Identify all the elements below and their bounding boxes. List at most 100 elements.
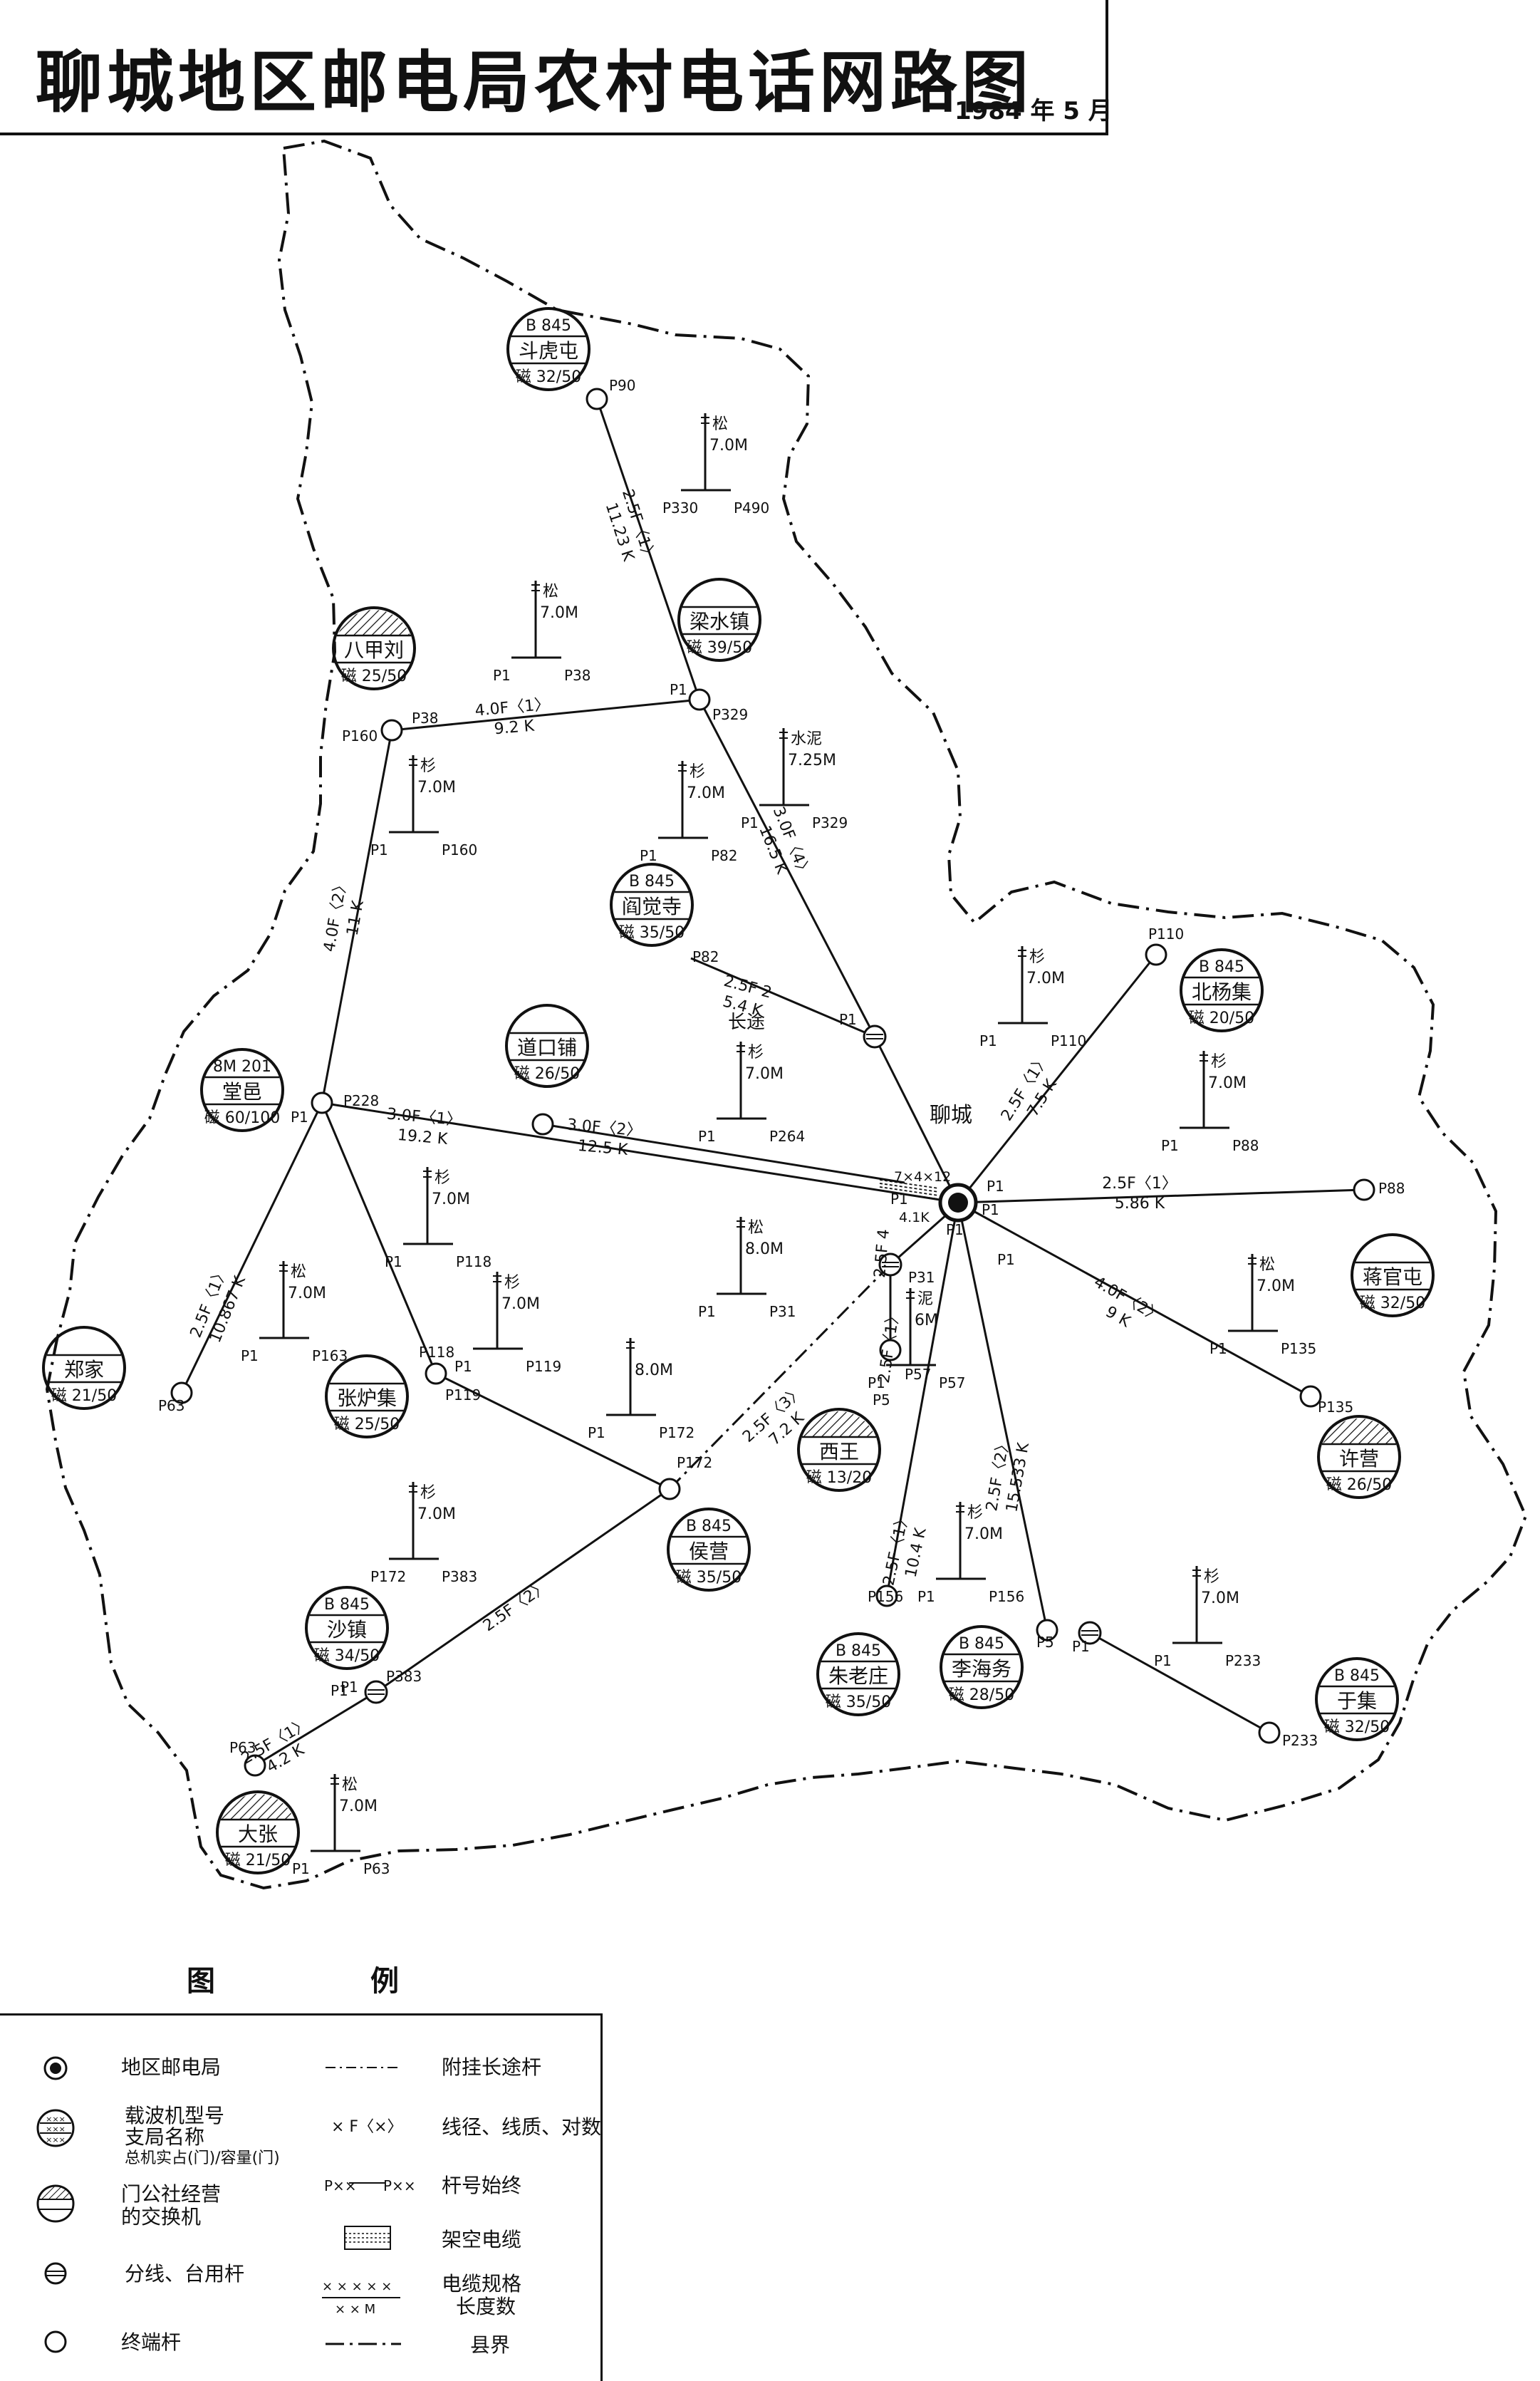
- pole-tag: P1: [670, 681, 687, 698]
- pole-wood: 杉: [690, 763, 705, 781]
- exchange-capacity: 磁 13/20: [806, 1469, 872, 1487]
- legend-cable-label: 电缆规格: [442, 2272, 522, 2296]
- exchange-capacity: 磁 20/50: [1189, 1010, 1254, 1027]
- line-spec: 2.5F〈2〉: [480, 1577, 552, 1635]
- line-douhutun-liangshuizhen: [595, 398, 701, 700]
- line-tangyi-zhengjia: [180, 1102, 323, 1394]
- exchange-capacity: 磁 32/50: [1324, 1718, 1390, 1736]
- pole-tag: P38: [412, 710, 439, 727]
- pole-tag: P1: [340, 1679, 358, 1696]
- exchange-name: 侯营: [689, 1540, 729, 1563]
- legend: 地区邮电局 ××× ××× ××× 载波机型号 支局名称 总机实占(门)/容量(…: [0, 2013, 603, 2381]
- exchange-capacity: 磁 34/50: [314, 1647, 380, 1665]
- line-houying-shazhen: [375, 1488, 670, 1693]
- legend-carrier-sub2: 总机实占(门)/容量(门): [125, 2149, 280, 2167]
- exchange-name: 李海务: [952, 1657, 1011, 1681]
- legend-commune-label: 门公社经营: [121, 2182, 222, 2206]
- pole-from: P1: [917, 1588, 935, 1605]
- pole-to: P38: [564, 667, 591, 684]
- branch-pole: [1078, 1621, 1102, 1645]
- exchange-capacity: 磁 28/50: [949, 1686, 1014, 1704]
- pole-tag: P329: [712, 706, 748, 723]
- line-label: 2.5F〈1〉10.4 K: [880, 1510, 930, 1587]
- pole-tag: P5: [873, 1391, 890, 1409]
- legend-cable-symbol-top: × × × × ×: [322, 2279, 392, 2294]
- line-lihaiwu-yuji: [1089, 1632, 1270, 1734]
- legend-carrier-sub1: 支局名称: [125, 2125, 205, 2149]
- exchange-circle: [42, 1326, 126, 1410]
- legend-county-boundary-icon: [326, 2343, 401, 2345]
- pole-to: P82: [711, 847, 738, 864]
- pole-tag: P57: [905, 1366, 932, 1383]
- legend-branch-pole-icon: [44, 2262, 67, 2285]
- exchange-name: 蒋官屯: [1363, 1265, 1422, 1289]
- exchange-circle: [1317, 1415, 1401, 1499]
- pole-from: P1: [241, 1347, 259, 1364]
- pole-wood: 杉: [504, 1274, 520, 1292]
- line-label: 3.0F〈2〉12.5 K: [566, 1116, 642, 1159]
- legend-wire-label: 线径、线质、对数: [442, 2115, 602, 2139]
- pole-tag: P1: [982, 1201, 999, 1218]
- legend-pole-line-icon: [349, 2182, 385, 2184]
- pole-tag: P119: [445, 1386, 481, 1404]
- line-length: 12.5 K: [577, 1137, 629, 1159]
- line-liangshuizhen-hub: [698, 699, 876, 1037]
- pole-wood: 水泥: [791, 730, 822, 748]
- pole-from: P1: [370, 841, 388, 858]
- line-bajialiu-liangshuizhen: [391, 698, 700, 732]
- pole-from: P1: [385, 1253, 402, 1270]
- line-zhangluji-houying: [435, 1372, 670, 1490]
- terminal-pole: [311, 1091, 333, 1114]
- line-spec: 3.0F〈1〉: [386, 1105, 462, 1129]
- pole-to: P490: [734, 499, 769, 517]
- line-yanjuesi-stem-hub: [873, 1036, 959, 1203]
- line-bajialiu-tangyi: [321, 730, 393, 1104]
- pole-from: P1: [698, 1128, 716, 1145]
- pole-tag: P135: [1318, 1399, 1353, 1416]
- line-length: 19.2 K: [397, 1126, 449, 1148]
- legend-commune-icon: [36, 2184, 75, 2223]
- line-xiwang-branch: [890, 1207, 954, 1266]
- line-hub-east: [957, 1188, 1365, 1204]
- line-label: 4.0F〈2〉9 K: [1091, 1273, 1165, 1331]
- pole-tag: P1: [1072, 1638, 1090, 1655]
- exchange-name: 斗虎屯: [519, 339, 578, 363]
- exchange-capacity: 磁 21/50: [225, 1852, 291, 1869]
- exchange-name: 大张: [238, 1822, 278, 1846]
- legend-carrier-label: 载波机型号: [125, 2104, 225, 2127]
- legend-branch-pole-label: 分线、台用杆: [125, 2262, 245, 2286]
- terminal-pole: [425, 1362, 447, 1385]
- legend-heading-2: 例: [370, 1965, 399, 1998]
- exchange-circle: [506, 307, 590, 391]
- exchange-circle: [216, 1790, 300, 1874]
- pole-tag: P63: [229, 1739, 256, 1756]
- pole-to: P264: [769, 1128, 805, 1145]
- terminal-pole: [875, 1584, 898, 1607]
- pole-wood: 杉: [420, 1484, 436, 1502]
- pole-from: P1: [698, 1303, 716, 1320]
- svg-text:×××: ×××: [46, 2135, 66, 2144]
- legend-aerial-cable-label: 架空电缆: [442, 2228, 522, 2251]
- exchange-zhengjia: 郑家磁 21/50: [42, 1326, 126, 1410]
- pole-height: 7.0M: [432, 1190, 470, 1208]
- exchange-capacity: 磁 35/50: [619, 924, 685, 942]
- pole-wood: 杉: [435, 1169, 450, 1187]
- pole-to: P119: [526, 1358, 561, 1375]
- terminal-pole: [658, 1478, 681, 1500]
